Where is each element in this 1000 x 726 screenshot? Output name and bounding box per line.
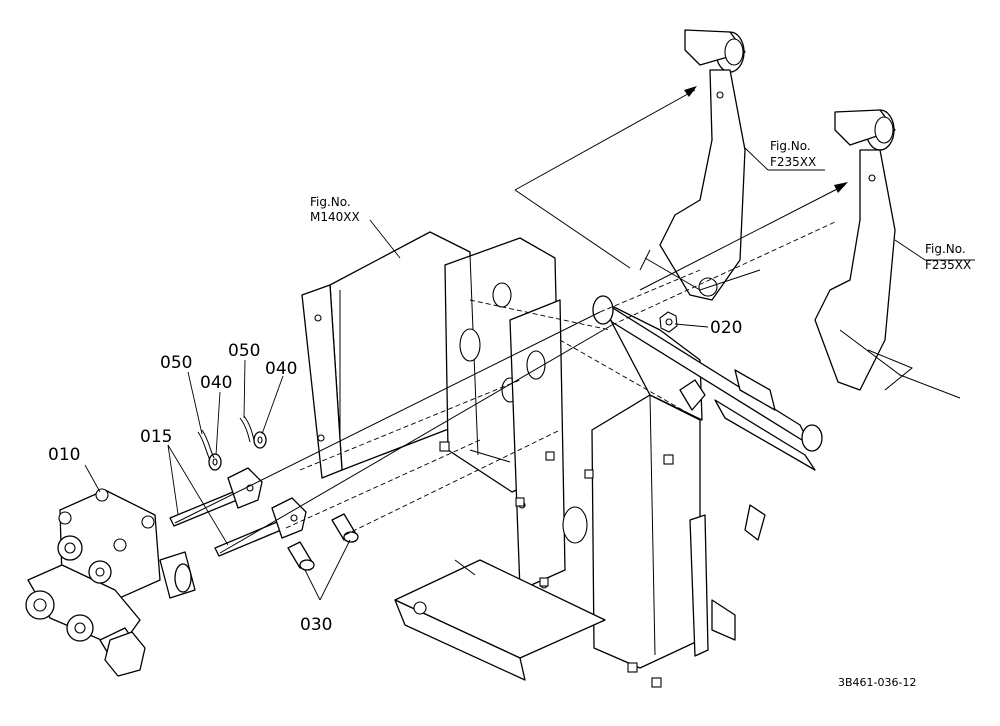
brake-pedal-lower xyxy=(814,109,961,399)
ref-pedal-upper-line2: F235XX xyxy=(770,155,816,169)
label-040-left: 040 xyxy=(200,373,232,393)
label-015: 015 xyxy=(140,427,172,447)
ref-pedal-upper-line1: Fig.No. xyxy=(770,139,811,153)
label-020: 020 xyxy=(710,318,742,338)
brake-pedal-upper xyxy=(639,29,761,301)
clevis-pins xyxy=(287,513,359,571)
ref-frame-line1: Fig.No. xyxy=(310,195,351,209)
label-040-right: 040 xyxy=(265,359,297,379)
nut-020 xyxy=(659,311,678,333)
label-050-left: 050 xyxy=(160,353,192,373)
ref-frame-line2: M140XX xyxy=(310,210,360,224)
arrowheads xyxy=(684,86,848,193)
ref-pedal-lower-line1: Fig.No. xyxy=(925,242,966,256)
master-cylinder xyxy=(25,488,196,677)
washers-and-cotter-pins xyxy=(197,415,267,471)
ref-pedal-lower-line2: F235XX xyxy=(925,258,971,272)
frame-assembly xyxy=(301,231,823,688)
drawing-code: 3B461-036-12 xyxy=(838,676,916,689)
label-010: 010 xyxy=(48,445,80,465)
label-050-right: 050 xyxy=(228,341,260,361)
label-030: 030 xyxy=(300,615,332,635)
leader-lines xyxy=(84,147,975,601)
assembly-lines xyxy=(174,89,846,554)
